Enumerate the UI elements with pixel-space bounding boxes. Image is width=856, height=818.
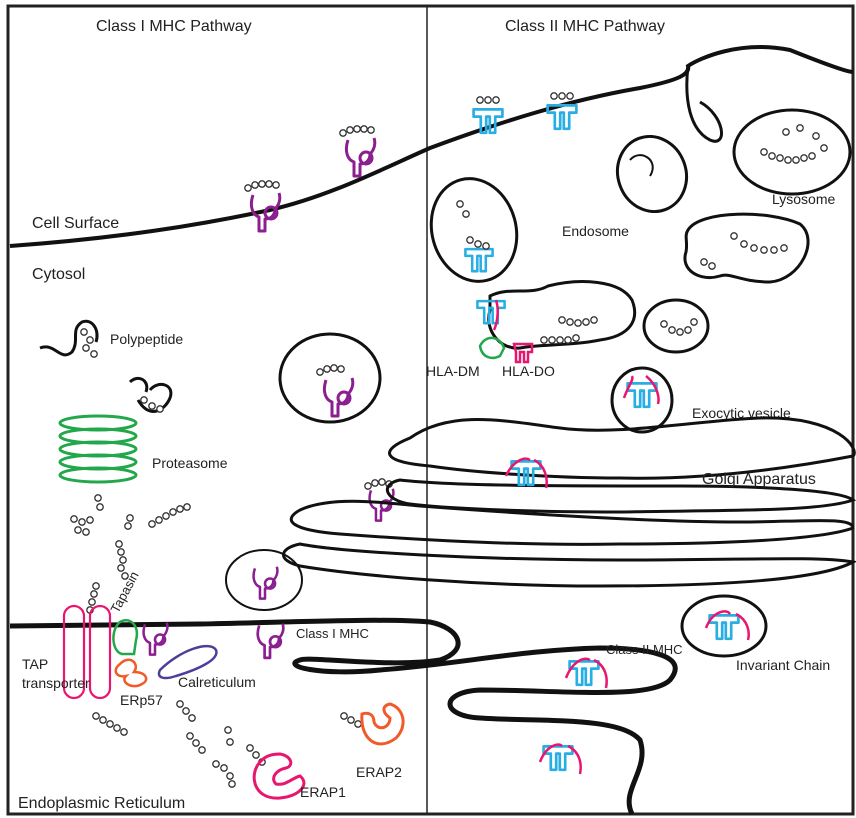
- erp57-label: ERp57: [120, 692, 163, 708]
- peptide-vesicle: [644, 300, 708, 352]
- lysosome: [734, 110, 850, 194]
- cell-surface-label: Cell Surface: [32, 215, 119, 232]
- invariant-class2-mhc: [710, 615, 739, 638]
- erap2-label: ERAP2: [356, 764, 402, 780]
- hla-dm: [480, 338, 504, 358]
- er-class1-mhc: [258, 624, 284, 658]
- plc-class1-mhc: [144, 623, 168, 655]
- peptide-cluster: [541, 317, 597, 343]
- peptide-cluster: [457, 201, 489, 249]
- early-endosome: [420, 169, 528, 291]
- erp57: [116, 660, 146, 686]
- polypeptide-label: Polypeptide: [110, 331, 183, 347]
- tap-label-line2: transporter: [22, 675, 90, 691]
- class2-mhc-label: Class II MHC: [606, 642, 683, 657]
- polypeptide: [40, 321, 97, 357]
- golgi-label: Golgi Apparatus: [702, 471, 816, 488]
- peptide-cluster: [477, 93, 573, 103]
- erap1-label: ERAP1: [300, 784, 346, 800]
- endosome-label: Endosome: [562, 223, 629, 239]
- tap-label-line1: TAP: [22, 656, 48, 672]
- peptide-cluster: [701, 233, 787, 269]
- er-derived-vesicle: [682, 596, 766, 656]
- lysosome-label: Lysosome: [772, 191, 836, 207]
- hla-dm-label: HLA-DM: [426, 363, 480, 379]
- class1-pathway-title: Class I MHC Pathway: [96, 18, 252, 35]
- calreticulum-label: Calreticulum: [178, 674, 256, 690]
- vesicle-class1-mhc: [254, 567, 278, 599]
- membrane-invagination: [687, 66, 722, 141]
- cytosol-label: Cytosol: [32, 266, 85, 283]
- erap2: [362, 704, 403, 744]
- peptide-cluster: [661, 319, 697, 335]
- exocytic-vesicle: [612, 368, 672, 432]
- surface-class1-mhc: [346, 138, 374, 176]
- class2-pathway-title: Class II MHC Pathway: [505, 18, 665, 35]
- class1-mhc-label: Class I MHC: [296, 626, 369, 641]
- er-label: Endoplasmic Reticulum: [18, 795, 185, 812]
- proteasome-label: Proteasome: [152, 455, 228, 471]
- peptide-cluster: [317, 365, 344, 375]
- tapasin-label: Tapasin: [107, 569, 141, 616]
- er-peptides: [93, 701, 361, 787]
- endosome-class2-mhc: [465, 249, 492, 271]
- exocytic-class2-mhc: [628, 383, 657, 406]
- hla-do-label: HLA-DO: [502, 363, 555, 379]
- late-endosome: [685, 214, 808, 282]
- golgi-apparatus: [283, 418, 854, 586]
- transport-vesicle: [280, 334, 380, 422]
- invariant-chain-label: Invariant Chain: [736, 657, 830, 673]
- vesicle-class1-mhc: [324, 378, 352, 416]
- peptide-cluster: [761, 125, 827, 163]
- transport-vesicle: [226, 550, 302, 610]
- erap1: [254, 754, 304, 798]
